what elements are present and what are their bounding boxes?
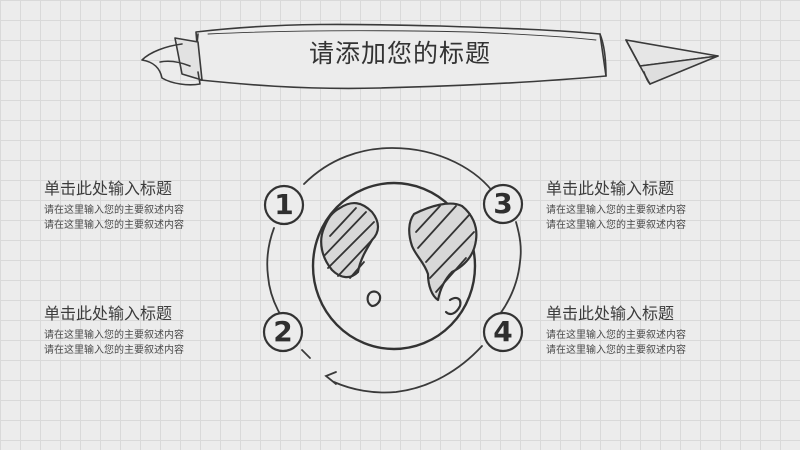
step-number-2: 2: [273, 315, 293, 348]
cycle-arrow-icon: [266, 147, 522, 394]
step-number-3: 3: [493, 187, 513, 220]
text-block-4[interactable]: 单击此处输入标题 请在这里输入您的主要叙述内容 请在这里输入您的主要叙述内容: [546, 300, 756, 358]
block-heading[interactable]: 单击此处输入标题: [44, 179, 173, 198]
block-heading[interactable]: 单击此处输入标题: [44, 304, 173, 323]
slide-title[interactable]: 请添加您的标题: [308, 39, 491, 68]
block-desc-line[interactable]: 请在这里输入您的主要叙述内容: [44, 330, 184, 341]
text-block-3[interactable]: 单击此处输入标题 请在这里输入您的主要叙述内容 请在这里输入您的主要叙述内容: [546, 175, 756, 233]
step-number-1: 1: [274, 188, 294, 221]
block-desc-line[interactable]: 请在这里输入您的主要叙述内容: [546, 345, 686, 356]
paper-plane-icon: [625, 39, 719, 85]
block-desc-line[interactable]: 请在这里输入您的主要叙述内容: [546, 330, 686, 341]
number-circle-3: [482, 183, 524, 225]
block-desc-line[interactable]: 请在这里输入您的主要叙述内容: [44, 220, 184, 231]
number-circles: [262, 183, 524, 353]
text-block-1[interactable]: 单击此处输入标题 请在这里输入您的主要叙述内容 请在这里输入您的主要叙述内容: [44, 175, 254, 233]
block-heading[interactable]: 单击此处输入标题: [546, 304, 675, 323]
block-desc-line[interactable]: 请在这里输入您的主要叙述内容: [44, 345, 184, 356]
step-number-4: 4: [493, 315, 513, 348]
ribbon-banner-icon: [141, 23, 607, 90]
text-block-2[interactable]: 单击此处输入标题 请在这里输入您的主要叙述内容 请在这里输入您的主要叙述内容: [44, 300, 254, 358]
number-circle-2: [262, 311, 304, 353]
block-desc-line[interactable]: 请在这里输入您的主要叙述内容: [44, 205, 184, 216]
block-heading[interactable]: 单击此处输入标题: [546, 179, 675, 198]
number-circle-1: [263, 184, 305, 226]
number-circle-4: [482, 311, 524, 353]
globe-icon: [311, 181, 478, 351]
block-desc-line[interactable]: 请在这里输入您的主要叙述内容: [546, 205, 686, 216]
block-desc-line[interactable]: 请在这里输入您的主要叙述内容: [546, 220, 686, 231]
